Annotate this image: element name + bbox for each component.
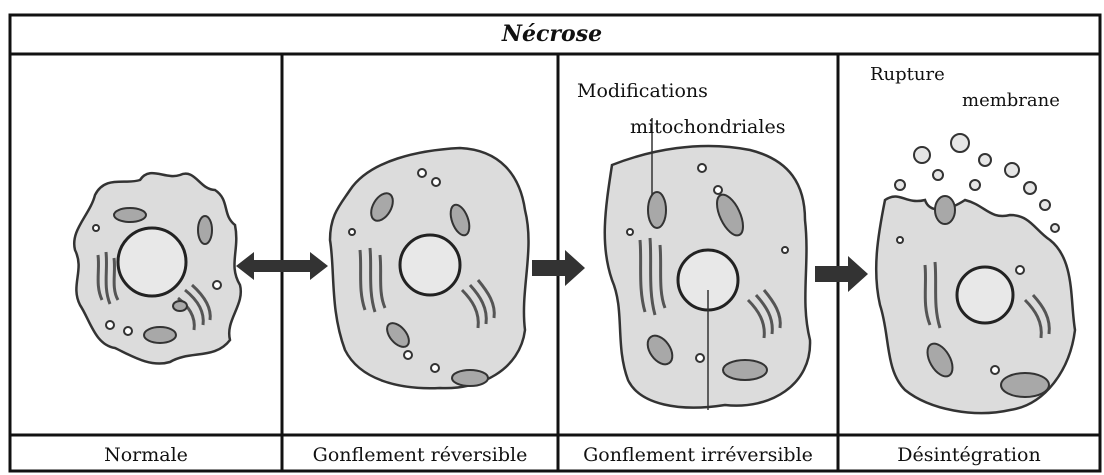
stage-label-normale: Normale xyxy=(12,437,280,473)
diagram-title: Nécrose xyxy=(0,14,1104,54)
annotation-rupture: Rupture xyxy=(870,64,945,85)
normal-cell xyxy=(74,173,241,363)
reversible-swelling-cell xyxy=(330,148,529,388)
annotation-membrane: membrane xyxy=(962,90,1060,111)
disintegrating-cell xyxy=(876,134,1075,413)
progression-arrow xyxy=(815,256,868,292)
stage-label-gonflement-reversible: Gonflement réversible xyxy=(284,437,556,473)
irreversible-swelling-cell xyxy=(605,118,810,410)
stage-label-gonflement-irreversible: Gonflement irréversible xyxy=(560,437,836,473)
annotation-mitochondriales: mitochondriales xyxy=(630,116,785,138)
stage-label-desintegration: Désintégration xyxy=(840,437,1098,473)
annotation-modifications: Modifications xyxy=(577,80,708,102)
